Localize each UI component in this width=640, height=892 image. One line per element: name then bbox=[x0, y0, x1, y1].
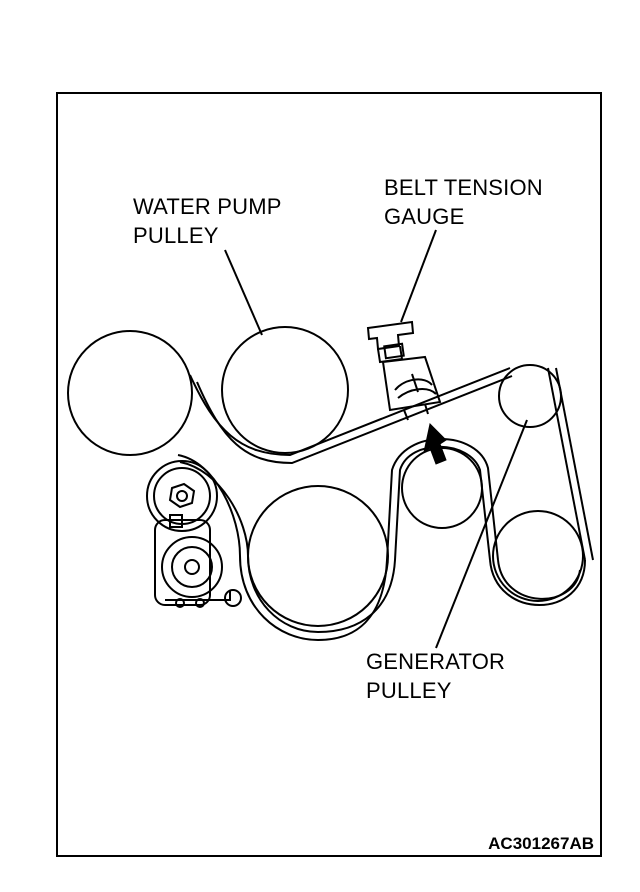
leader-generator bbox=[435, 419, 528, 649]
water-pump-pulley bbox=[221, 326, 349, 454]
belt-tension-gauge bbox=[366, 320, 442, 421]
crankshaft-left-pulley bbox=[67, 330, 193, 456]
label-line: GENERATOR bbox=[366, 649, 506, 674]
label-line: GAUGE bbox=[384, 204, 465, 229]
label-generator-pulley: GENERATOR PULLEY bbox=[366, 647, 505, 705]
push-arrow bbox=[423, 422, 447, 465]
label-water-pump-pulley: WATER PUMP PULLEY bbox=[133, 192, 282, 250]
label-line: PULLEY bbox=[366, 678, 452, 703]
large-lower-pulley bbox=[247, 485, 389, 627]
leader-water-pump bbox=[224, 249, 263, 336]
auto-tensioner bbox=[146, 460, 242, 608]
label-line: WATER PUMP bbox=[133, 194, 282, 219]
idler-top-right-pulley bbox=[498, 364, 562, 428]
label-line: PULLEY bbox=[133, 223, 219, 248]
figure-frame bbox=[56, 92, 602, 857]
drive-belt bbox=[177, 367, 594, 641]
label-belt-tension-gauge: BELT TENSION GAUGE bbox=[384, 173, 543, 231]
label-line: BELT TENSION bbox=[384, 175, 543, 200]
figure-code: AC301267AB bbox=[488, 834, 594, 853]
leader-gauge bbox=[400, 229, 437, 323]
lower-right-pulley bbox=[492, 510, 584, 602]
